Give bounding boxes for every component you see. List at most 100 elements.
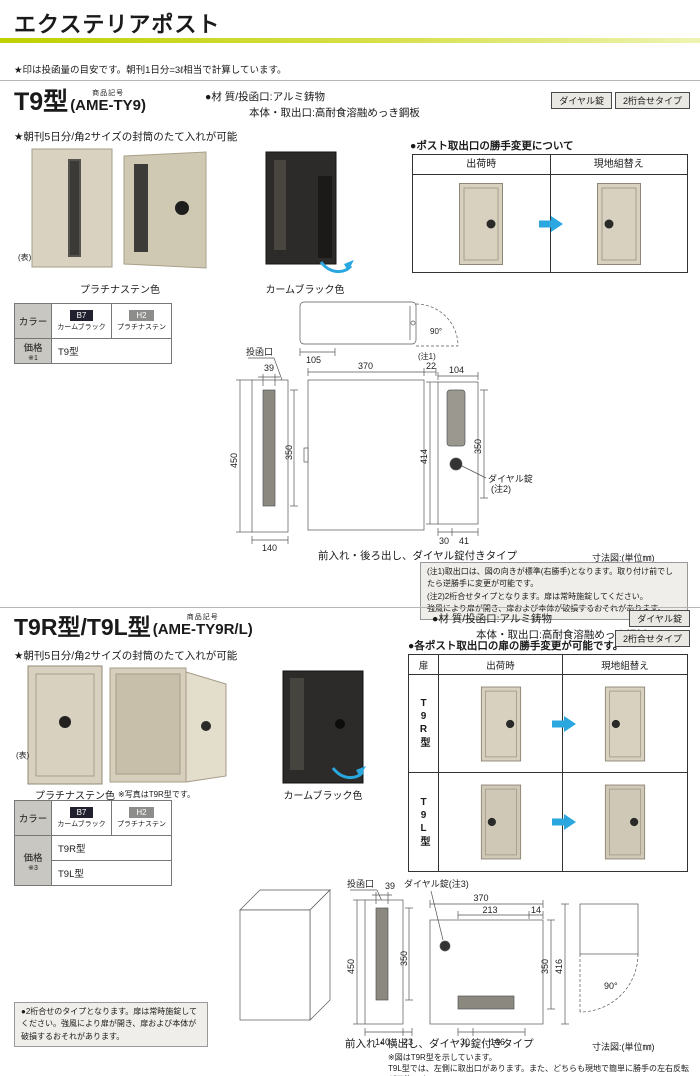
t9r-shipping-illustration <box>480 686 521 761</box>
t9-price-model: T9型 <box>52 339 172 364</box>
t9r-row: T9R型 <box>409 675 687 773</box>
t9rl-tag-dial-lock: ダイヤル錠 <box>629 610 690 627</box>
dim-213: 213 <box>482 905 497 915</box>
dim-23: 23 <box>403 1037 413 1047</box>
dial-lock-note-ref: (注2) <box>491 483 511 494</box>
t9l-price-model: T9L型 <box>52 861 172 886</box>
dim-350-right: 350 <box>540 959 550 974</box>
t9rl-spec-tags: ダイヤル錠 2桁合せタイプ <box>614 610 690 647</box>
t9-tag-dial-lock: ダイヤル錠 <box>551 92 612 109</box>
blue-arrow-icon <box>552 814 576 830</box>
t9-caption-black: カームブラック色 <box>265 285 345 296</box>
h2-color-name: プラチナステン <box>117 324 166 331</box>
t9-color-price-table: カラー B7 カームブラック H2 プラチナステン 価格 ※1 T9型 <box>14 303 172 364</box>
t9-color-header: カラー <box>14 303 52 339</box>
t9l-row-label: T9L型 <box>418 796 429 848</box>
t9-material-line1: ●材 質/投函口:アルミ鋳物 <box>205 91 325 103</box>
t9-onsite-image-cell <box>551 175 688 272</box>
dim-416: 416 <box>554 959 564 974</box>
t9-caption-platinum: プラチナステン色 <box>80 285 160 296</box>
t9rl-price-rows: 価格 ※3 T9R型 T9L型 <box>14 836 172 886</box>
t9-price-row: 価格 ※1 T9型 <box>14 339 172 364</box>
t9rl-color-price-table: カラー B7 カームブラック H2 プラチナステン 価格 ※3 T9R型 T9L… <box>14 800 172 886</box>
t9r-onsite-illustration <box>604 686 646 761</box>
t9r-row-label: T9R型 <box>418 698 429 749</box>
t9rl-rotation-arrow-icon <box>331 766 366 779</box>
t9-photo-platinum-front <box>31 148 113 268</box>
dim-106: 106 <box>490 1037 505 1047</box>
t9-note-2: (注2)2桁合せタイプとなります。扉は常時施錠してください。 <box>427 591 648 601</box>
t9rl-drawing-caption: 前入れ・横出し、ダイヤル錠付きタイプ <box>345 1038 534 1050</box>
b7-color-name: カームブラック <box>57 821 106 828</box>
dim-39: 39 <box>385 881 395 891</box>
t9rl-product-code: 商品記号 (AME-TY9R/L) <box>153 612 253 639</box>
dim-350-right: 350 <box>473 439 483 454</box>
t9rl-color-b7: B7 カームブラック <box>52 800 112 836</box>
t9r-shipping-cell <box>439 675 563 772</box>
dim-105: 105 <box>306 355 321 365</box>
t9rl-price-mark: ※3 <box>28 864 38 872</box>
t9rl-notes-box: ●2桁合せのタイプとなります。扉は常時施錠してください。強風により扉が開き、扉お… <box>14 1002 208 1048</box>
t9-color-b7: B7 カームブラック <box>52 303 112 339</box>
t9-model-heading: T9型 商品記号 (AME-TY9) <box>14 88 146 115</box>
b7-color-chip: B7 <box>69 310 94 321</box>
dim-350-left: 350 <box>399 951 409 966</box>
note1-ref: (注1) <box>418 351 436 361</box>
t9rl-dimension-drawing: 投函口 39 450 350 140 23 ダイヤル錠(注3) 370 213 … <box>239 878 639 1047</box>
h2-color-chip: H2 <box>129 310 154 321</box>
t9rl-price-label-text: 価格 <box>23 852 43 864</box>
t9-dimension-drawing: 105 90° (注1) 投函口 39 450 350 140 370 22 1… <box>229 301 533 553</box>
t9-color-row: カラー B7 カームブラック H2 プラチナステン <box>14 303 172 339</box>
dim-22: 22 <box>426 361 436 371</box>
t9-col-onsite: 現地組替え <box>593 159 644 170</box>
t9-change-panel: 出荷時 現地組替え <box>412 154 688 273</box>
t9-material-line2: 本体・取出口:高耐食溶融めっき鋼板 <box>249 106 420 119</box>
t9rl-footnotes: ※図はT9R型を示しています。 T9L型では、左側に取出口があります。また、どち… <box>388 1052 694 1076</box>
t9-drawing-caption: 前入れ・後ろ出し、ダイヤル錠付きタイプ <box>318 550 518 562</box>
t9rl-material-line1: ●材 質/投函口:アルミ鋳物 <box>432 613 552 625</box>
dim-140: 140 <box>262 543 277 553</box>
t9-change-panel-body <box>413 175 687 272</box>
t9l-shipping-illustration <box>480 784 521 860</box>
t9rl-product-code-value: (AME-TY9R/L) <box>152 621 253 638</box>
t9rl-photo-note: ※写真はT9R型です。 <box>118 790 196 799</box>
t9l-row: T9L型 <box>409 773 687 871</box>
t9rl-footnote-2: T9L型では、左側に取出口があります。また、どちらも現地で簡単に勝手の左右反転が… <box>388 1064 689 1076</box>
h2-color-chip: H2 <box>129 807 154 818</box>
t9l-onsite-cell <box>563 773 687 871</box>
t9-col-shipping: 出荷時 <box>413 155 551 174</box>
t9rl-color-row: カラー B7 カームブラック H2 プラチナステン <box>14 800 172 836</box>
t9l-onsite-illustration <box>604 784 646 860</box>
h2-color-name: プラチナステン <box>117 821 166 828</box>
dim-90deg: 90° <box>604 981 618 991</box>
t9-shipping-image-cell <box>413 175 551 272</box>
t9rl-price-values: T9R型 T9L型 <box>52 836 172 886</box>
t9rl-feature-note: ★朝刊5日分/角2サイズの封筒のたて入れが可能 <box>14 650 238 662</box>
dim-39: 39 <box>264 363 274 373</box>
dim-104: 104 <box>449 365 464 375</box>
dim-140: 140 <box>375 1037 390 1047</box>
dim-14: 14 <box>531 905 541 915</box>
t9rl-model-name: T9R型/T9L型 <box>14 613 151 640</box>
t9-color-h2: H2 プラチナステン <box>112 303 172 339</box>
t9rl-unit-label: 寸法図:(単位㎜) <box>592 1042 655 1052</box>
blue-arrow-icon <box>552 716 576 732</box>
mailbox-front-shipping-illustration <box>459 182 504 265</box>
t9-product-code: 商品記号 (AME-TY9) <box>70 88 146 115</box>
t9-notes-box: (注1)取出口は、図の向きが標準(右勝手)となります。取り付け前でしたら逆勝手に… <box>420 562 688 620</box>
blue-arrow-icon <box>539 216 563 232</box>
t9rl-model-heading: T9R型/T9L型 商品記号 (AME-TY9R/L) <box>14 612 253 639</box>
dial-lock-label: ダイヤル錠(注3) <box>404 878 469 889</box>
col-door: 扉 <box>409 655 439 674</box>
t9rl-product-code-label: 商品記号 <box>186 614 219 621</box>
t9-photo-platinum-angle <box>123 151 207 269</box>
t9rl-front-side-label: (表) <box>16 751 30 760</box>
dim-30: 30 <box>439 536 449 546</box>
dim-41: 41 <box>459 536 469 546</box>
t9-note-1: (注1)取出口は、図の向きが標準(右勝手)となります。取り付け前でしたら逆勝手に… <box>427 567 674 589</box>
dim-350-left: 350 <box>284 445 294 460</box>
t9-front-side-label: (表) <box>18 253 32 262</box>
dim-450: 450 <box>346 959 356 974</box>
page-title: エクステリアポスト <box>14 12 221 37</box>
t9-material-info: ●材 質/投函口:アルミ鋳物 本体・取出口:高耐食溶融めっき鋼板 <box>205 90 420 122</box>
